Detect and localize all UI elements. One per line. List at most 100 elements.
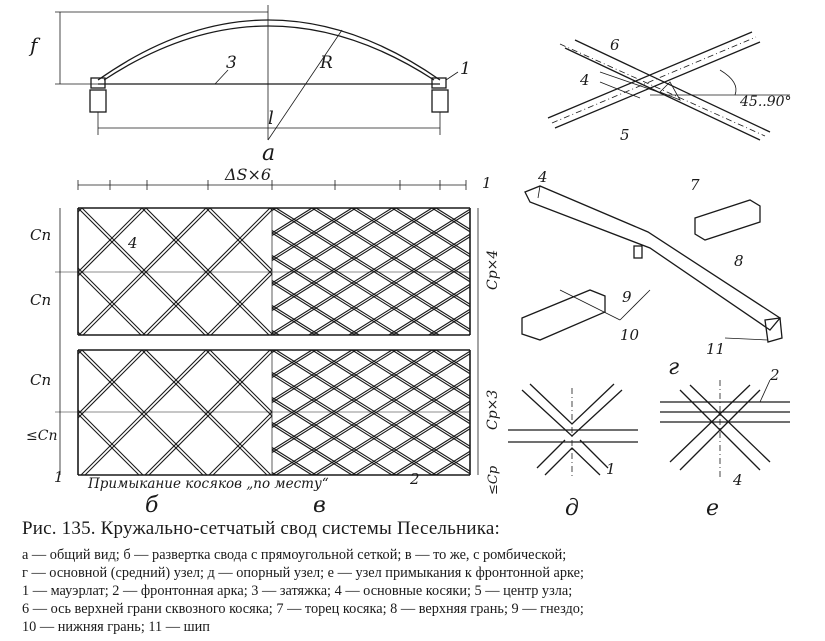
lattice-member bbox=[395, 207, 471, 255]
label-3: 3 bbox=[226, 53, 237, 73]
lattice-member bbox=[77, 271, 142, 336]
lattice-member bbox=[145, 207, 273, 335]
lattice-member bbox=[81, 349, 208, 476]
lattice-member bbox=[272, 211, 471, 336]
label-grid-1-bottom: 1 bbox=[54, 468, 64, 486]
lattice-member bbox=[435, 207, 471, 230]
lattice-member bbox=[395, 349, 471, 397]
lattice-member bbox=[208, 411, 273, 476]
view-letter-v: в bbox=[313, 493, 326, 518]
lattice-member bbox=[355, 403, 471, 476]
lattice-member bbox=[270, 333, 273, 336]
lattice-member bbox=[81, 207, 210, 336]
lattice-member bbox=[271, 207, 397, 286]
lattice-member bbox=[271, 349, 313, 376]
caption-line: 10 — нижняя грань; 11 — шип bbox=[22, 619, 210, 635]
lattice-member bbox=[435, 453, 471, 476]
lattice-member bbox=[432, 311, 471, 336]
lattice-member bbox=[205, 207, 273, 275]
lattice-member bbox=[77, 349, 143, 415]
caption-line: г — основной (средний) узел; д — опорный… bbox=[22, 565, 584, 581]
label-cp: Cп bbox=[30, 226, 51, 244]
label-R: R bbox=[319, 53, 333, 73]
lattice-member bbox=[271, 207, 471, 333]
lattice-member bbox=[271, 207, 317, 236]
label-f: f bbox=[28, 33, 41, 57]
caption-title: Рис. 135. Кружально-сетчатый свод систем… bbox=[22, 518, 501, 539]
lattice-member bbox=[206, 269, 273, 336]
main-node-drawing: 4 7 8 9 10 11 г bbox=[521, 168, 783, 380]
lattice-member bbox=[271, 349, 357, 403]
label-1: 1 bbox=[460, 59, 471, 79]
joint-axes-detail: 6 4 5 45..90° bbox=[547, 31, 792, 144]
lattice-member bbox=[145, 349, 272, 476]
label-grid-4: 4 bbox=[127, 234, 138, 252]
lattice-member bbox=[271, 207, 437, 311]
lattice-member bbox=[77, 409, 144, 476]
lattice-member bbox=[271, 349, 397, 428]
lattice-member bbox=[311, 375, 471, 476]
lattice-member bbox=[428, 308, 471, 336]
view-letter-a: а bbox=[262, 141, 275, 166]
lattice-member bbox=[148, 351, 273, 476]
lattice-member bbox=[468, 333, 471, 336]
lattice-member bbox=[77, 413, 140, 476]
lattice-member bbox=[271, 349, 433, 451]
lattice-member bbox=[78, 207, 207, 336]
label-grid-1-top: 1 bbox=[482, 174, 492, 192]
lattice-member bbox=[391, 425, 471, 476]
figure-caption: Рис. 135. Кружально-сетчатый свод систем… bbox=[22, 518, 822, 636]
lattice-member bbox=[311, 207, 471, 308]
view-letter-d: д bbox=[565, 496, 579, 521]
lattice-member bbox=[431, 450, 471, 476]
label-5: 5 bbox=[620, 126, 630, 144]
label-g-4: 4 bbox=[537, 168, 548, 186]
lattice-member bbox=[388, 283, 471, 336]
view-letter-e: е bbox=[706, 496, 719, 521]
label-cr3: Cр×3 bbox=[485, 390, 501, 430]
label-g-9: 9 bbox=[622, 288, 632, 306]
lattice-member bbox=[308, 233, 471, 336]
label-e-4: 4 bbox=[732, 471, 743, 489]
lattice-member bbox=[209, 207, 273, 271]
lattice-member bbox=[311, 349, 471, 450]
lattice-member bbox=[271, 207, 393, 284]
lattice-member bbox=[77, 473, 80, 476]
lattice-member bbox=[77, 349, 147, 419]
lattice-member bbox=[210, 273, 273, 336]
view-letter-g: г bbox=[668, 355, 679, 380]
lattice-member bbox=[77, 207, 206, 336]
label-e-2: 2 bbox=[769, 366, 780, 384]
lattice-member bbox=[355, 349, 471, 422]
lattice-member bbox=[275, 207, 471, 330]
general-view-drawing: f 3 R 1 l а bbox=[28, 5, 471, 166]
lattice-member bbox=[431, 207, 471, 233]
caption-line: 1 — мауэрлат; 2 — фронтонная арка; 3 — з… bbox=[22, 583, 573, 599]
lattice-member bbox=[77, 267, 146, 336]
lattice-member bbox=[392, 286, 471, 336]
lattice-member bbox=[205, 349, 273, 417]
lattice-member bbox=[271, 207, 357, 261]
lattice-member bbox=[431, 349, 471, 375]
label-grid-2: 2 bbox=[409, 470, 420, 488]
lattice-member bbox=[315, 349, 471, 447]
lattice-member bbox=[80, 349, 207, 476]
grid-development-drawing: ΔS×6 1 4 Cп Cп Cп ≤Cп Cр×4 Cр×3 ≤Cр 1 2 … bbox=[26, 165, 501, 518]
lattice-member bbox=[141, 349, 268, 476]
label-g-7: 7 bbox=[690, 176, 700, 194]
lattice-member bbox=[84, 349, 211, 476]
label-g-10: 10 bbox=[620, 326, 640, 344]
label-grid-dim: ΔS×6 bbox=[224, 165, 271, 184]
label-cr4: Cр×4 bbox=[485, 250, 501, 290]
lattice-member bbox=[391, 207, 471, 258]
lattice-member bbox=[271, 349, 437, 453]
lattice-member bbox=[271, 349, 317, 378]
view-letter-b: б bbox=[145, 493, 159, 518]
label-l: l bbox=[268, 108, 274, 129]
lattice-member bbox=[351, 400, 471, 476]
caption-line: 6 — ось верхней грани сквозного косяка; … bbox=[22, 601, 584, 617]
lattice-member bbox=[315, 378, 471, 476]
lattice-member bbox=[271, 349, 277, 353]
lattice-member bbox=[77, 331, 82, 336]
label-angle: 45..90° bbox=[739, 94, 792, 110]
